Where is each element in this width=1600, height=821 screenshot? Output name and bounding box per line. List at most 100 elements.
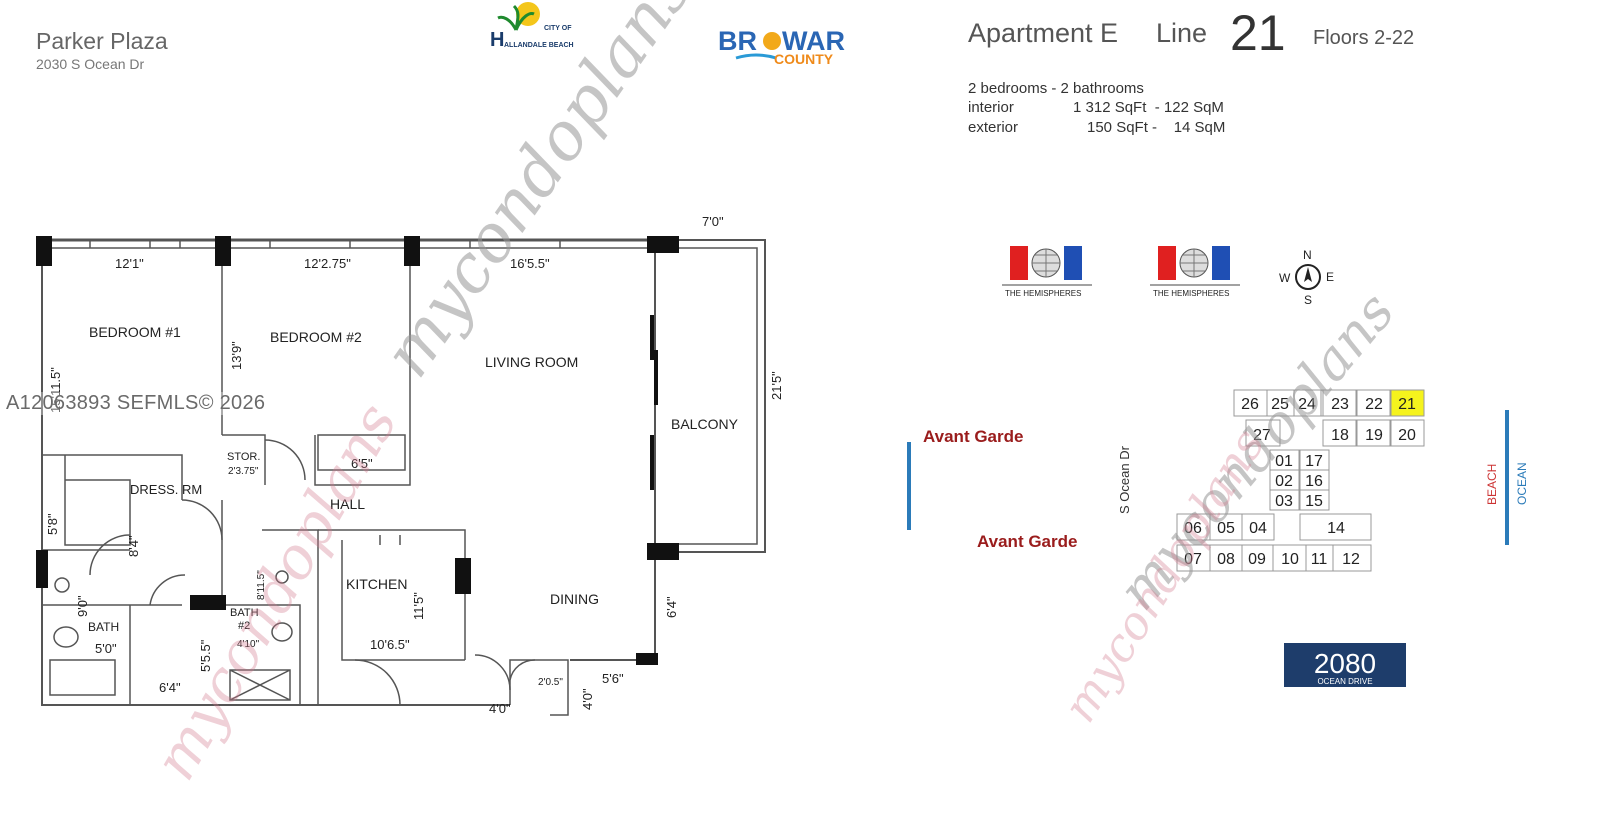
- dim-balcony-height: 21'5": [769, 371, 784, 400]
- wall-bath2: [221, 500, 301, 705]
- unit-cell-05: [1209, 513, 1243, 541]
- hemi-blue-block: [1212, 246, 1230, 280]
- unit-cell-24: [1293, 389, 1322, 417]
- avant-garde-label-2: Avant Garde: [977, 532, 1077, 551]
- room-hall: HALL: [330, 496, 365, 512]
- exterior-label: exterior: [968, 119, 1019, 136]
- dim-bed2-width: 12'2.75": [304, 256, 351, 271]
- unit-18: 18: [1331, 427, 1349, 444]
- ocean-drive-2080-logo: 2080 OCEAN DRIVE: [1284, 643, 1406, 687]
- line-number: 21: [1230, 5, 1286, 61]
- rooms-count: 2 bedrooms - 2 bathrooms: [968, 80, 1144, 97]
- unit-cell-04: [1241, 513, 1275, 541]
- unit-22: 22: [1365, 396, 1383, 413]
- unit-10: 10: [1281, 551, 1299, 568]
- compass-s: S: [1304, 293, 1312, 307]
- apartment-label: Apartment E: [968, 18, 1119, 48]
- wall-kitchen: [318, 529, 466, 660]
- unit-21: 21: [1398, 396, 1416, 413]
- dim-10-6-5: 10'6.5": [370, 637, 410, 652]
- column-9: [636, 653, 658, 665]
- door-swing-dress: [181, 499, 223, 541]
- unit-16: 16: [1305, 473, 1323, 490]
- compass-w: W: [1279, 271, 1291, 285]
- window-mullions: [89, 240, 561, 248]
- ocean-label: OCEAN: [1515, 462, 1529, 505]
- dim-stor: 2'3.75": [228, 466, 259, 477]
- dim-5-8: 5'8": [45, 513, 60, 535]
- column-5: [647, 543, 679, 560]
- closet-hall: [317, 434, 406, 471]
- beach-label: BEACH: [1485, 464, 1499, 505]
- exterior-wall-left-bottom: [41, 240, 510, 706]
- dim-balcony-width: 7'0": [702, 214, 724, 229]
- ocean-drive-2080-number: 2080: [1314, 648, 1376, 679]
- dim-8-11-5: 8'11.5": [256, 570, 267, 600]
- balcony-outline: [655, 239, 766, 553]
- compass-e: E: [1326, 270, 1334, 284]
- dim-5-0: 5'0": [95, 641, 117, 656]
- unit-23: 23: [1331, 396, 1349, 413]
- room-dining: DINING: [550, 591, 599, 607]
- dim-4-0-closet: 4'0": [580, 688, 595, 710]
- unit-cell-06: [1176, 513, 1211, 541]
- hemispheres-text-1: THE HEMISPHERES: [1005, 289, 1081, 298]
- hemi-blue-block: [1064, 246, 1082, 280]
- hallandale-h-text: H: [490, 29, 504, 51]
- avant-garde-label-1: Avant Garde: [923, 427, 1023, 446]
- room-bedroom2: BEDROOM #2: [270, 329, 362, 345]
- hallandale-bottom-text: ALLANDALE BEACH: [504, 42, 574, 49]
- door-swing-entry: [474, 654, 511, 691]
- broward-text-a: BR: [718, 26, 757, 56]
- unit-01: 01: [1275, 453, 1293, 470]
- unit-05: 05: [1217, 520, 1235, 537]
- dim-bed1-height: 15'11.5": [48, 367, 63, 413]
- room-dress: DRESS. RM: [130, 482, 202, 497]
- unit-03: 03: [1275, 493, 1293, 510]
- unit-cell-12: [1332, 544, 1372, 572]
- hemispheres-text-2: THE HEMISPHERES: [1153, 289, 1229, 298]
- broward-sun-icon: [763, 32, 781, 50]
- dim-4-0-entry: 4'0": [489, 701, 511, 716]
- column-6: [36, 550, 48, 588]
- unit-08: 08: [1217, 551, 1235, 568]
- compass-rose: N S W E: [1279, 248, 1334, 307]
- room-bath2-num: #2: [238, 620, 250, 632]
- floors-label: Floors 2-22: [1313, 27, 1415, 49]
- room-stor: STOR.: [227, 451, 260, 463]
- unit-cell-19: [1356, 419, 1391, 447]
- floor-plan: BEDROOM #1 BEDROOM #2 LIVING ROOM BALCON…: [36, 214, 784, 716]
- dim-8-4: 8'4": [126, 535, 141, 557]
- unit-cell-20: [1390, 419, 1425, 447]
- room-balcony: BALCONY: [671, 416, 739, 432]
- broward-county-logo: BR WARD COUNTY: [718, 26, 846, 67]
- room-bedroom1: BEDROOM #1: [89, 324, 181, 340]
- dim-6-4-bath: 6'4": [159, 680, 181, 695]
- palm-tree-icon: [497, 4, 535, 31]
- balcony-inner: [661, 247, 758, 545]
- unit-cell-03: [1269, 489, 1300, 511]
- room-bath2: BATH: [230, 607, 259, 619]
- unit-cell-27: [1245, 419, 1281, 447]
- dim-bed2-height: 13'9": [229, 341, 244, 370]
- unit-07: 07: [1184, 551, 1202, 568]
- sink-icon: [54, 577, 70, 593]
- broward-county-text: COUNTY: [774, 51, 834, 67]
- compass-icon: [1295, 264, 1321, 290]
- closet-dress: [64, 455, 131, 546]
- door-slider-2: [654, 350, 658, 405]
- door-swing-bath: [149, 574, 186, 606]
- toilet-2-icon: [271, 622, 293, 642]
- door-swing-stor: [264, 439, 306, 481]
- room-bath: BATH: [88, 620, 119, 634]
- unit-cell-21-highlighted: [1390, 389, 1425, 417]
- unit-cell-22: [1356, 389, 1391, 417]
- door-swing-kitchen: [354, 659, 401, 706]
- unit-cell-15: [1299, 489, 1330, 511]
- unit-19: 19: [1365, 427, 1383, 444]
- unit-12: 12: [1342, 551, 1360, 568]
- unit-02: 02: [1275, 473, 1293, 490]
- unit-cell-23: [1322, 389, 1357, 417]
- unit-cell-26: [1233, 389, 1268, 417]
- dim-bed1-width: 12'1": [115, 256, 144, 271]
